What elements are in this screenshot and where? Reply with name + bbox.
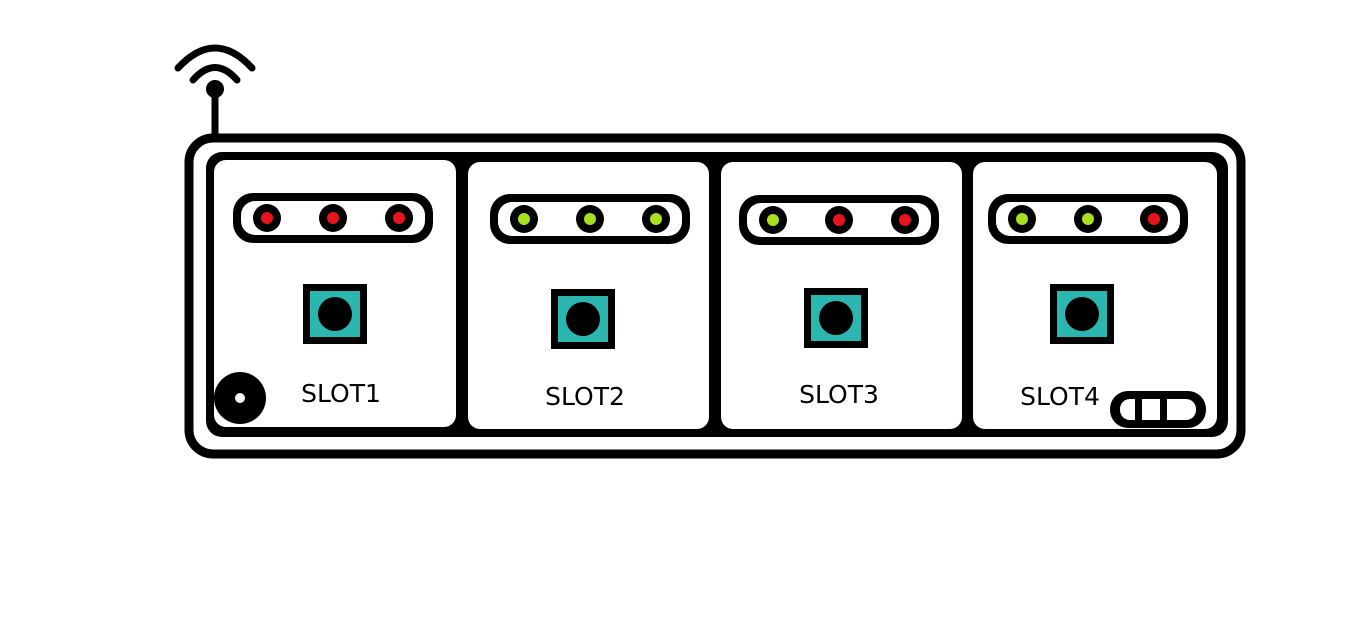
slot-label: SLOT4 [1020,382,1100,411]
toggle-switch-icon[interactable] [1110,391,1206,428]
status-led-green [510,205,538,233]
led-bar [233,193,433,243]
status-led-red [385,204,413,232]
status-led-red [319,204,347,232]
led-bar [739,195,939,245]
slot-port[interactable] [551,289,615,349]
status-led-red [891,206,919,234]
slot-panel-3: SLOT3 [721,162,962,429]
device-housing-inner [206,152,1228,437]
led-bar [490,194,690,244]
status-led-green [642,205,670,233]
slot-label: SLOT2 [545,382,625,411]
status-led-red [253,204,281,232]
slot-label: SLOT1 [301,379,381,408]
status-led-green [1008,205,1036,233]
led-bar [988,194,1188,244]
slot-port[interactable] [804,288,868,348]
status-led-red [825,206,853,234]
slot-panel-1: SLOT1 [214,160,456,427]
status-led-red [1140,205,1168,233]
slot-panel-2: SLOT2 [468,162,709,429]
status-led-green [759,206,787,234]
slot-panel-4: SLOT4 [973,162,1217,429]
status-led-green [576,205,604,233]
slots-layer: SLOT1 SLOT2 SLOT3 SLOT4 [214,160,1217,429]
slot-port[interactable] [1050,284,1114,344]
slot-port[interactable] [303,284,367,344]
power-jack-icon[interactable] [214,372,266,424]
wifi-antenna-icon [174,44,256,140]
status-led-green [1074,205,1102,233]
slot-label: SLOT3 [799,380,879,409]
